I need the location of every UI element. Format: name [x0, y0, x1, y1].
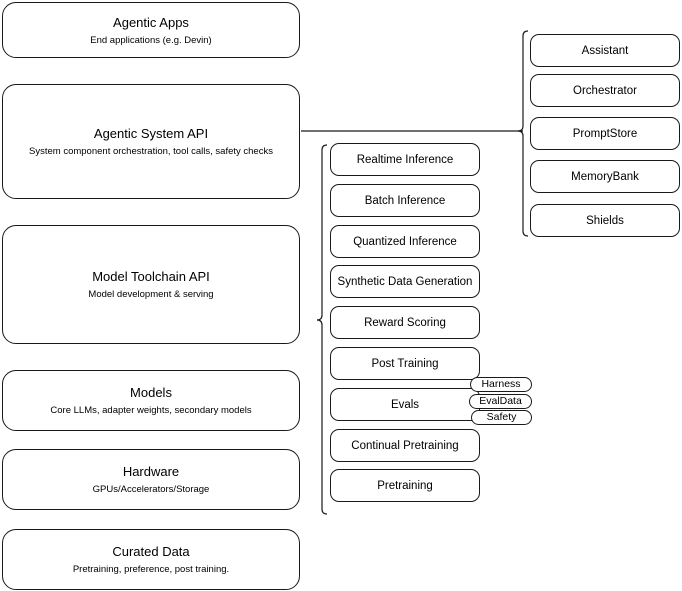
layer-curated-data[interactable]: Curated Data Pretraining, preference, po… [2, 529, 300, 590]
toolchain-item-label: Continual Pretraining [351, 439, 459, 452]
layer-subtitle: Pretraining, preference, post training. [72, 564, 230, 575]
system-components-brace [517, 30, 529, 237]
system-item-label: PromptStore [572, 127, 638, 140]
toolchain-item-pretraining[interactable]: Pretraining [330, 469, 480, 502]
layer-title: Agentic Apps [113, 14, 189, 30]
system-item-label: MemoryBank [571, 170, 639, 183]
toolchain-item-synthetic-data-generation[interactable]: Synthetic Data Generation [330, 265, 480, 298]
layer-hardware[interactable]: Hardware GPUs/Accelerators/Storage [2, 449, 300, 510]
eval-tag-safety[interactable]: Safety [471, 410, 532, 425]
layer-subtitle: GPUs/Accelerators/Storage [92, 484, 210, 495]
toolchain-item-reward-scoring[interactable]: Reward Scoring [330, 306, 480, 339]
layer-agentic-system-api[interactable]: Agentic System API System component orch… [2, 84, 300, 199]
toolchain-item-label: Reward Scoring [364, 316, 446, 329]
layer-title: Models [130, 385, 172, 400]
system-item-label: Assistant [581, 44, 629, 57]
toolchain-item-label: Evals [390, 398, 420, 411]
layer-subtitle: End applications (e.g. Devin) [90, 34, 212, 46]
eval-tag-harness[interactable]: Harness [470, 377, 532, 392]
layer-title: Curated Data [112, 544, 190, 559]
toolchain-item-label: Pretraining [377, 479, 433, 492]
system-item-assistant[interactable]: Assistant [530, 34, 680, 67]
system-item-memorybank[interactable]: MemoryBank [530, 160, 680, 193]
toolchain-item-continual-pretraining[interactable]: Continual Pretraining [330, 429, 480, 462]
layer-subtitle: Model development & serving [88, 289, 214, 300]
system-item-orchestrator[interactable]: Orchestrator [530, 74, 680, 107]
layer-models[interactable]: Models Core LLMs, adapter weights, secon… [2, 370, 300, 431]
eval-tag-evaldata[interactable]: EvalData [469, 394, 532, 409]
eval-tag-label: Safety [486, 411, 517, 423]
toolchain-item-batch-inference[interactable]: Batch Inference [330, 184, 480, 217]
system-item-label: Orchestrator [573, 84, 637, 97]
toolchain-item-realtime-inference[interactable]: Realtime Inference [330, 143, 480, 176]
toolchain-item-label: Realtime Inference [356, 153, 454, 166]
toolchain-item-label: Synthetic Data Generation [337, 275, 473, 288]
system-item-shields[interactable]: Shields [530, 204, 680, 237]
layer-agentic-apps[interactable]: Agentic Apps End applications (e.g. Devi… [2, 2, 300, 58]
toolchain-item-quantized-inference[interactable]: Quantized Inference [330, 225, 480, 258]
toolchain-item-label: Batch Inference [364, 194, 446, 207]
eval-tag-label: EvalData [479, 395, 522, 407]
system-item-promptstore[interactable]: PromptStore [530, 117, 680, 150]
layer-title: Agentic System API [93, 126, 209, 141]
toolchain-item-evals[interactable]: Evals [330, 388, 480, 421]
eval-tag-label: Harness [481, 378, 521, 390]
layer-model-toolchain-api[interactable]: Model Toolchain API Model development & … [2, 225, 300, 344]
toolchain-item-label: Quantized Inference [353, 235, 457, 248]
toolchain-components-brace [316, 144, 328, 515]
layer-subtitle: Core LLMs, adapter weights, secondary mo… [50, 405, 252, 416]
layer-title: Model Toolchain API [92, 269, 210, 284]
toolchain-item-post-training[interactable]: Post Training [330, 347, 480, 380]
layer-subtitle: System component orchestration, tool cal… [29, 146, 273, 157]
system-item-label: Shields [586, 214, 624, 227]
toolchain-item-label: Post Training [371, 357, 439, 370]
layer-title: Hardware [122, 464, 180, 479]
